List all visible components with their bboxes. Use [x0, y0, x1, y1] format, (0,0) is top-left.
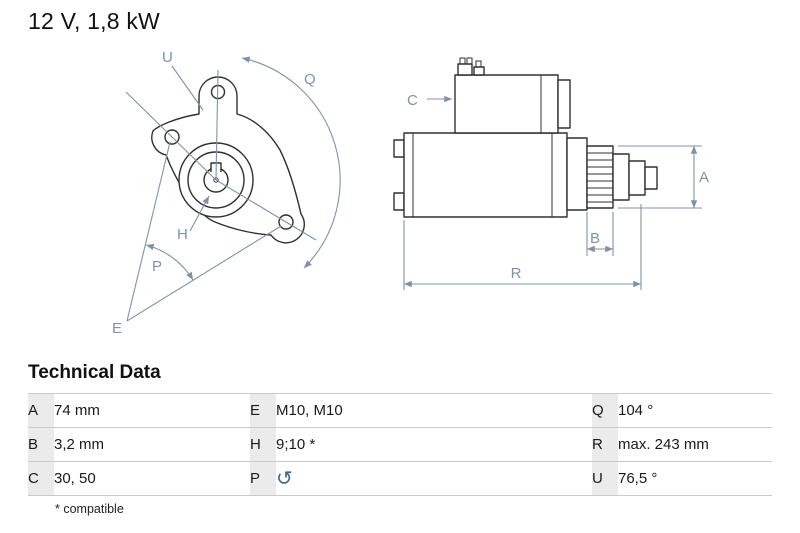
terminal-block [457, 63, 473, 76]
footnote: * compatible [55, 502, 124, 516]
terminal-stud-3 [475, 60, 482, 68]
axis-line-top-hole [215, 69, 219, 181]
leader-U [171, 65, 204, 111]
dim-label-E: E [112, 320, 122, 337]
page-title: 12 V, 1,8 kW [28, 8, 160, 34]
dim-label-U: U [162, 49, 173, 66]
spec-value-R: max. 243 mm [618, 427, 772, 462]
spec-value-P: ↺ [276, 461, 592, 496]
spec-key-A: A [28, 393, 54, 428]
leader-E-bottom-hole [126, 225, 282, 322]
shaft-collar [612, 153, 630, 201]
technical-data-table: A 74 mm E M10, M10 Q 104 ° B 3,2 mm H 9;… [28, 393, 772, 496]
front-view-annotations: U Q H P E [112, 49, 341, 337]
dim-label-B: B [590, 230, 600, 247]
spec-value-H: 9;10 * [276, 427, 592, 462]
spec-key-P: P [250, 461, 276, 496]
front-view: U Q H P E [112, 49, 341, 337]
spec-value-A: 74 mm [54, 393, 250, 428]
spec-key-H: H [250, 427, 276, 462]
angle-arc-Q [241, 56, 341, 269]
side-view-annotations: C A B R [403, 92, 709, 290]
spec-value-C: 30, 50 [54, 461, 250, 496]
pinion-gear [586, 145, 614, 209]
mount-tab-upper [393, 139, 405, 158]
terminal-block-2 [473, 66, 485, 76]
leader-H [189, 195, 210, 232]
shaft-cone [628, 160, 646, 196]
terminal-stud-1 [459, 57, 466, 65]
table-row: B 3,2 mm H 9;10 * R max. 243 mm [28, 427, 772, 462]
technical-data-heading: Technical Data [28, 362, 161, 383]
axis-line-left-hole [125, 91, 217, 181]
spec-value-U: 76,5 ° [618, 461, 772, 496]
side-view: C A B R [393, 57, 709, 290]
dim-label-Q: Q [304, 71, 316, 88]
dim-label-A: A [699, 169, 709, 186]
drive-end-bracket [566, 137, 588, 211]
spec-key-E: E [250, 393, 276, 428]
spec-value-Q: 104 ° [618, 393, 772, 428]
spec-key-C: C [28, 461, 54, 496]
technical-data-section: Technical Data A 74 mm E M10, M10 Q 104 … [28, 362, 772, 516]
mount-tab-lower [393, 192, 405, 211]
spec-key-Q: Q [592, 393, 618, 428]
spec-key-U: U [592, 461, 618, 496]
solenoid-body [454, 74, 559, 134]
table-row: A 74 mm E M10, M10 Q 104 ° [28, 393, 772, 428]
spec-value-B: 3,2 mm [54, 427, 250, 462]
dim-label-C: C [407, 92, 418, 109]
shaft-tip [644, 166, 658, 190]
motor-body [403, 132, 568, 218]
spec-key-R: R [592, 427, 618, 462]
dim-label-H: H [177, 226, 188, 243]
pinion-gear-teeth [587, 152, 613, 203]
spec-value-E: M10, M10 [276, 393, 592, 428]
leader-E-left-hole [126, 141, 171, 322]
spec-key-B: B [28, 427, 54, 462]
dim-label-R: R [511, 265, 522, 282]
terminal-stud-2 [466, 57, 473, 65]
dim-label-P: P [152, 258, 162, 275]
angle-arc-P [145, 243, 194, 281]
table-row: C 30, 50 P ↺ U 76,5 ° [28, 461, 772, 496]
solenoid-cap [557, 79, 571, 129]
rotation-direction-icon: ↺ [276, 467, 293, 490]
technical-drawing: U Q H P E [112, 49, 709, 337]
